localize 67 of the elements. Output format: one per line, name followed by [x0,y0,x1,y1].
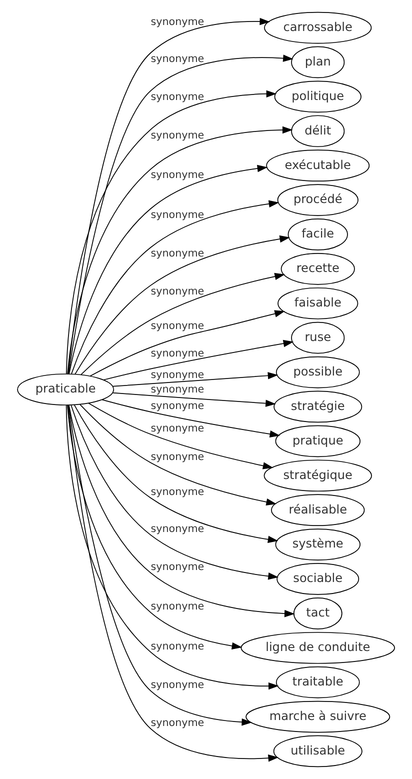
arrow [66,404,279,690]
edge-label: synonyme [150,52,204,65]
arrow [68,404,252,726]
arrow [67,126,293,374]
edge-label: synonyme [150,384,204,396]
edge-label: synonyme [150,400,204,412]
edge-label: synonyme [150,248,204,260]
arrow [68,54,294,374]
arrow [90,310,286,376]
node-ellipse: plan [291,46,345,78]
arrow [80,404,277,506]
node-ellipse: politique [274,80,362,113]
arrow [66,90,277,374]
edge-label: synonyme [150,679,204,692]
edge-label: synonyme [150,130,204,142]
node-ellipse: exécutable [266,150,370,182]
arrow [70,404,279,580]
arrow [80,272,286,376]
edge-label: synonyme [150,169,204,182]
edge-label: synonyme [150,640,204,652]
node-ellipse: carrossable [264,12,372,44]
edge-label: synonyme [150,208,204,221]
arrow [74,235,290,375]
edge-label: synonyme [150,716,204,729]
node-ellipse: possible [276,356,360,388]
edge-label: synonyme [150,320,204,332]
arrow [74,404,278,543]
arrow [68,404,295,618]
edge-label: synonyme [150,90,204,103]
edge-label: synonyme [150,347,204,360]
node-ellipse: ligne de conduite [240,632,396,664]
edge-label: synonyme [150,523,204,536]
edge-label: synonyme [150,450,204,463]
edge-label: synonyme [150,368,204,381]
edge-label: synonyme [150,486,204,498]
node-ellipse: sociable [276,563,360,595]
node-ellipse: réalisable [271,494,365,526]
edge-label: synonyme [150,600,204,613]
arrow [88,402,274,470]
arrow [68,404,279,762]
edge-label: synonyme [150,285,204,298]
arrow [112,372,278,387]
node-ellipse: utilisable [273,735,362,768]
node-ellipse: ruse [291,322,345,354]
node-ellipse: tact [293,598,342,630]
node-ellipse: traitable [276,666,360,698]
node-ellipse: recette [280,253,355,285]
node-ellipse: faisable [278,287,358,320]
node-ellipse: praticable [17,374,114,406]
node-ellipse: système [275,528,360,560]
node-ellipse: procédé [277,184,358,216]
node-ellipse: marche à suivre [246,700,390,733]
arrow [71,200,280,374]
node-ellipse: facile [288,218,348,250]
arrow [68,18,270,374]
node-ellipse: délit [291,115,345,148]
node-ellipse: stratégique [264,460,372,492]
arrow [112,392,276,407]
arrow [102,399,280,438]
arrow [103,340,294,380]
arrow [66,404,242,650]
edge-label: synonyme [150,561,204,574]
node-ellipse: stratégie [274,390,362,423]
arrow [68,164,268,374]
edge-label: synonyme [150,16,204,28]
edge-label: synonyme [150,422,204,434]
node-ellipse: pratique [275,425,360,458]
